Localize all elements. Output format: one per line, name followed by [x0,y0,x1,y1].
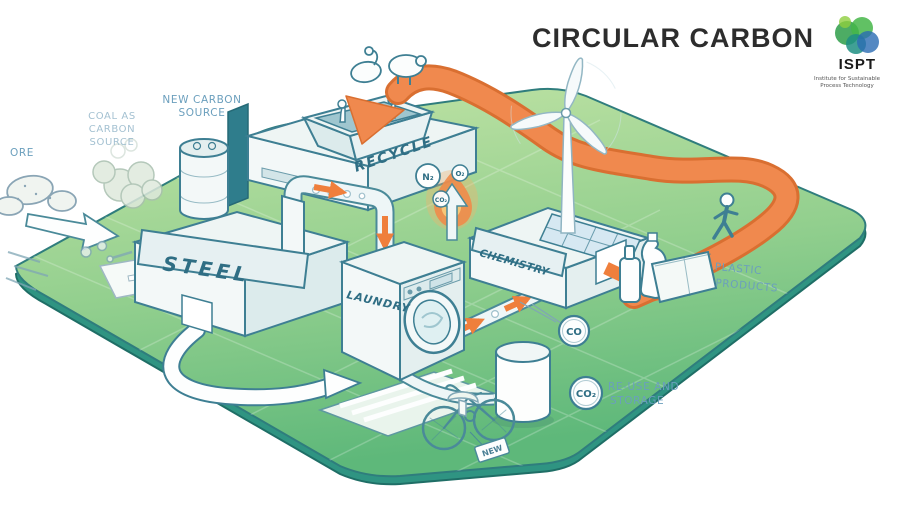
svg-text:RE-USE AND: RE-USE AND [608,381,679,393]
storage-tank [492,341,554,428]
institute-subtitle-1: Institute for Sustainable [814,76,881,82]
svg-text:COAL AS: COAL AS [88,111,136,122]
co-badge: CO [531,303,591,348]
svg-text:PLASTIC: PLASTIC [714,261,762,277]
coal-pile [92,138,163,209]
svg-text:STORAGE: STORAGE [610,395,664,407]
steel-door [181,294,213,335]
wind-turbine [510,57,622,234]
ispt-logo-icon [835,16,879,54]
o2-bubble [451,164,469,182]
co2-badge: CO₂ [568,375,604,411]
institute-subtitle-2: Process Technology [820,83,874,89]
laundry-machine: LAUNDRY [338,240,468,382]
band-arrowhead [345,95,405,145]
orange-flow-band [345,64,800,309]
svg-text:CO₂: CO₂ [435,197,448,204]
new-carbon-label: NEW CARBON SOURCE [162,94,241,119]
consumer-figure [712,192,739,240]
chemistry-sign-board [470,226,568,278]
reuse-storage-label: RE-USE AND STORAGE [608,381,679,407]
steel-output-road [162,321,363,407]
ispt-logo-name: ISPT [839,56,876,73]
sheep-figures [350,46,427,85]
ore-label: ORE [10,147,34,159]
svg-text:SOURCE: SOURCE [179,107,226,119]
drain-pipe [400,370,495,406]
plastic-products-label: PLASTIC PRODUCTS [714,261,779,295]
svg-text:PRODUCTS: PRODUCTS [715,277,779,294]
steel-plant: STEEL [131,194,351,338]
svg-text:CO₂: CO₂ [576,389,596,400]
new-price-tag: NEW [469,431,510,463]
n2-bubble [415,163,441,189]
flare: N₂ O₂ CO₂ [415,163,478,241]
overhead-gas-pipe [283,175,395,266]
svg-text:SOURCE: SOURCE [90,137,135,148]
scrap-metal [5,240,133,291]
steel-chimney [281,194,305,260]
svg-text:O₂: O₂ [455,170,464,178]
svg-text:CO: CO [566,327,582,338]
ispt-logo: ISPT Institute for Sustainable Process T… [814,16,881,89]
page-title: CIRCULAR CARBON [532,23,814,53]
steel-sign-board [136,228,310,290]
coal-label: COAL AS CARBON SOURCE [88,111,136,148]
co2-bubble [432,190,450,208]
cardboard-box [650,250,718,304]
svg-text:N₂: N₂ [422,173,434,183]
plastic-products [619,232,718,304]
svg-text:NEW CARBON: NEW CARBON [162,94,241,106]
mushroom [447,391,479,417]
bottle [619,257,641,303]
svg-text:CARBON: CARBON [89,124,135,135]
recycle-back-wall [227,102,249,208]
ore-rocks [0,174,77,216]
